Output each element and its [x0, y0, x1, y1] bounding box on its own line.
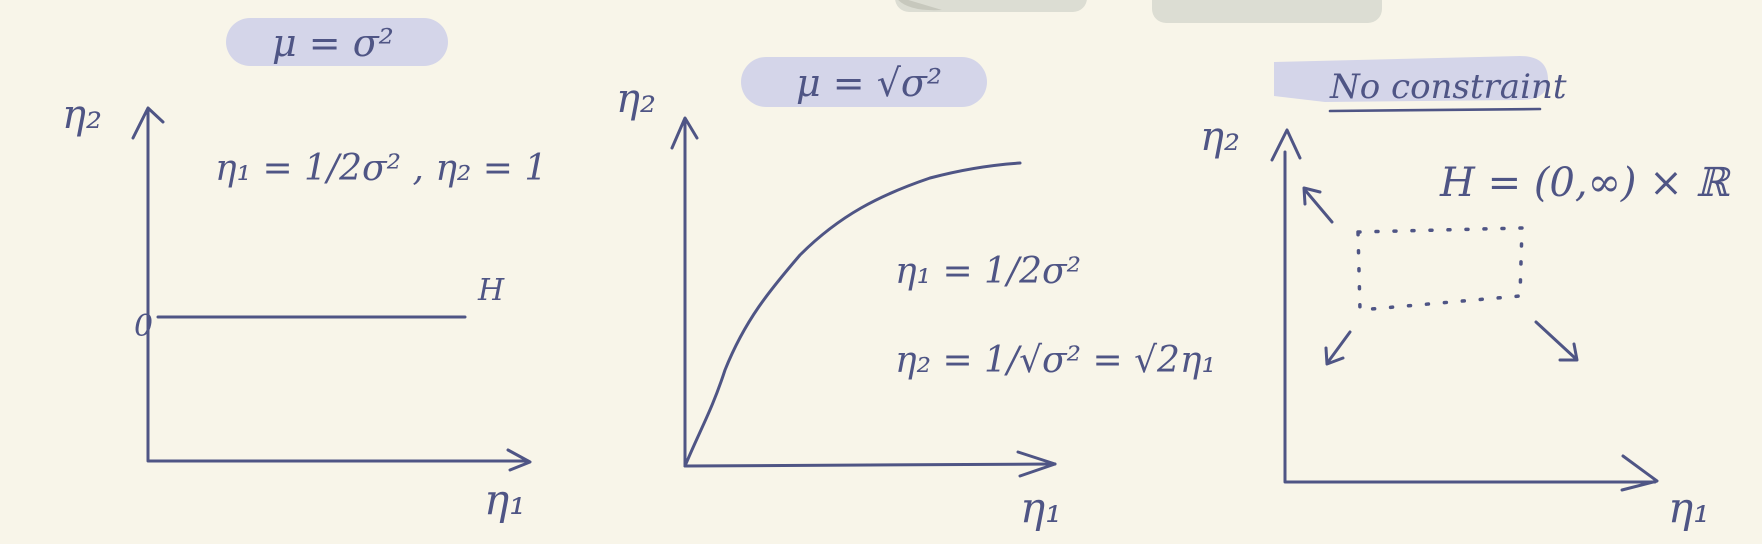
panel-3-arrow-down-left: [1324, 330, 1352, 366]
panel-1-arrowhead-x: [506, 448, 532, 472]
panel-3-set-label: H = (0,∞) × ℝ: [1439, 160, 1731, 206]
panel-2-arrowhead-y: [670, 116, 699, 150]
panel-3-arrow-down-right: [1534, 320, 1579, 362]
panel-1-equation: η₁ = 1/2σ² , η₂ = 1: [215, 148, 547, 189]
panel-3-arrowhead-x: [1620, 454, 1659, 492]
top-tab-right[interactable]: [1152, 0, 1382, 23]
panel-1-axes: [146, 108, 530, 463]
panel-2: μ = √σ² η₂ η₁ η₁ = 1/2σ² η₂ = 1/√σ² = √2…: [616, 57, 1216, 532]
panel-3-dotted-region: [1356, 226, 1524, 312]
panel-1-axis-x-label: η₁: [484, 475, 526, 524]
panel-2-title-highlight: [741, 57, 987, 107]
panel-3-title-underline: [1328, 107, 1542, 113]
panel-1-title-highlight: [226, 18, 448, 66]
panel-1-origin-label: 0: [134, 309, 153, 344]
panel-3-axis-x-label: η₁: [1668, 483, 1710, 532]
panel-3-arrow-up-left: [1302, 186, 1334, 224]
panel-3-axes: [1283, 150, 1657, 484]
top-tab-left[interactable]: [895, 0, 1087, 12]
panel-2-title: μ = √σ²: [796, 61, 942, 105]
panel-1-arrowhead-y: [131, 106, 165, 140]
panel-3-title: No constraint: [1329, 67, 1567, 107]
panel-2-arrowhead-x: [1016, 450, 1057, 478]
panel-3-arrowhead-y: [1270, 128, 1302, 162]
panel-2-equation-2: η₂ = 1/√σ² = √2η₁: [895, 340, 1216, 381]
panel-1-axis-y-label: η₂: [62, 92, 102, 138]
panel-1-title: μ = σ²: [272, 21, 394, 65]
panel-1: μ = σ² η₂ η₁ η₁ = 1/2σ² , η₂ = 1 0 H: [62, 18, 547, 524]
panel-3-axis-y-label: η₂: [1200, 114, 1240, 160]
panel-2-axes: [683, 118, 1057, 468]
panel-3-title-highlight: [1274, 56, 1548, 102]
panel-2-axis-x-label: η₁: [1020, 483, 1062, 532]
panel-2-equation-1: η₁ = 1/2σ²: [895, 251, 1081, 292]
panel-2-axis-y-label: η₂: [616, 76, 656, 122]
panel-1-set-label: H: [477, 273, 505, 308]
panel-2-set-curve: [683, 161, 1022, 468]
panel-3: No constraint η₂ η₁ H = (0,∞) × ℝ: [1200, 56, 1731, 532]
